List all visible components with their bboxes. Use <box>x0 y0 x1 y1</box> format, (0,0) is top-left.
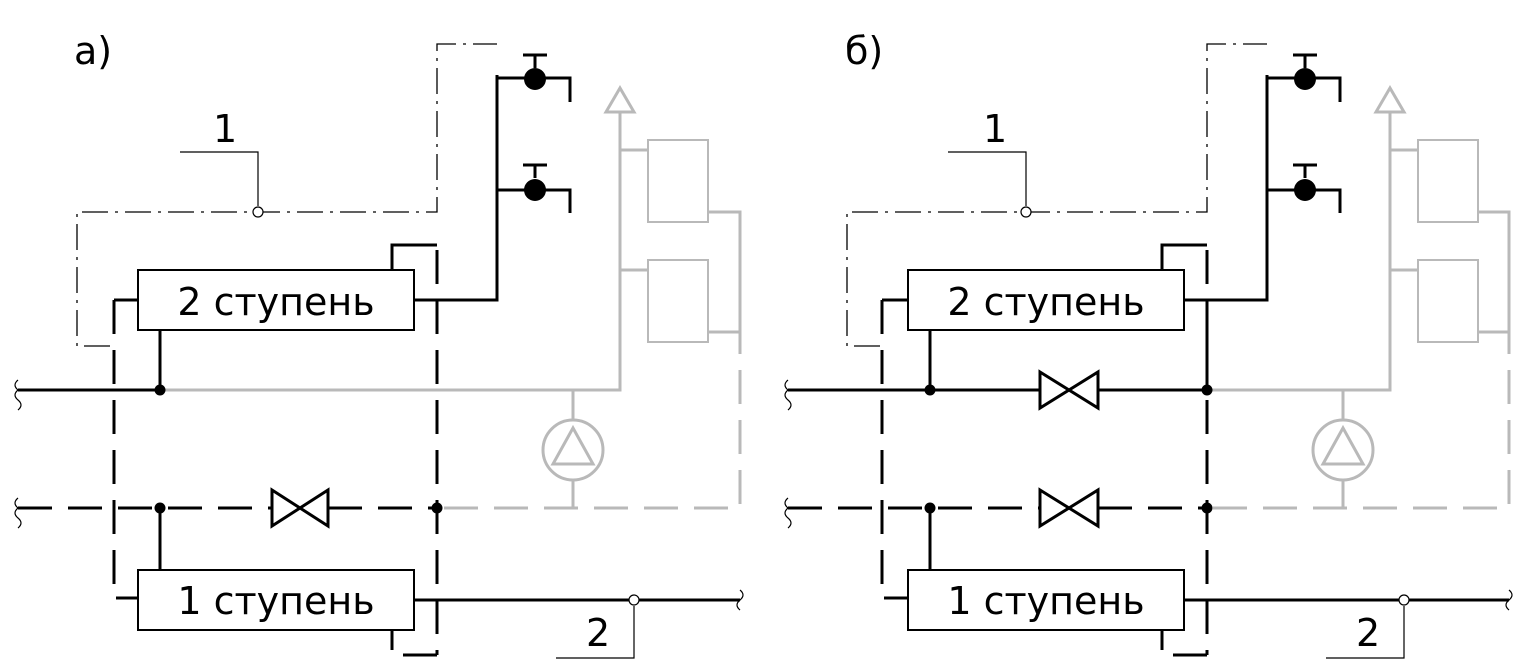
panel-letter-a: а) <box>74 29 112 73</box>
junction-dot <box>924 384 936 396</box>
stage-1-label: 1 ступень <box>177 579 374 623</box>
water-tap-icon <box>1294 68 1316 90</box>
junction-dot <box>154 384 166 396</box>
pump-icon <box>1311 418 1375 482</box>
callout-1: 1 <box>983 107 1007 151</box>
air-vent-icon <box>603 85 637 114</box>
callout-2: 2 <box>1356 611 1380 655</box>
air-vent-icon <box>1373 85 1407 114</box>
water-tap-icon <box>524 179 546 201</box>
gate-valve-icon <box>1038 369 1100 411</box>
water-tap-icon <box>1294 179 1316 201</box>
gate-valve-icon <box>270 487 330 529</box>
radiator <box>1417 139 1479 223</box>
gate-valve-icon <box>1038 487 1100 529</box>
scheme-panel-b: б) 2 ступень <box>784 29 1513 659</box>
stage-2-label: 2 ступень <box>947 280 1144 324</box>
water-tap-icon <box>524 68 546 90</box>
radiator <box>647 259 709 343</box>
junction-dot <box>1201 384 1213 396</box>
pump-icon <box>541 418 605 482</box>
callout-1: 1 <box>213 107 237 151</box>
stage-2-label: 2 ступень <box>177 280 374 324</box>
scheme-panel-a: а) 2 ступень <box>14 29 744 659</box>
heating-circuit <box>1207 85 1511 510</box>
panel-letter-b: б) <box>845 29 883 73</box>
stage-1-label: 1 ступень <box>947 579 1144 623</box>
radiator <box>647 139 709 223</box>
heating-circuit <box>160 85 742 510</box>
radiator <box>1417 259 1479 343</box>
callout-2: 2 <box>586 611 610 655</box>
